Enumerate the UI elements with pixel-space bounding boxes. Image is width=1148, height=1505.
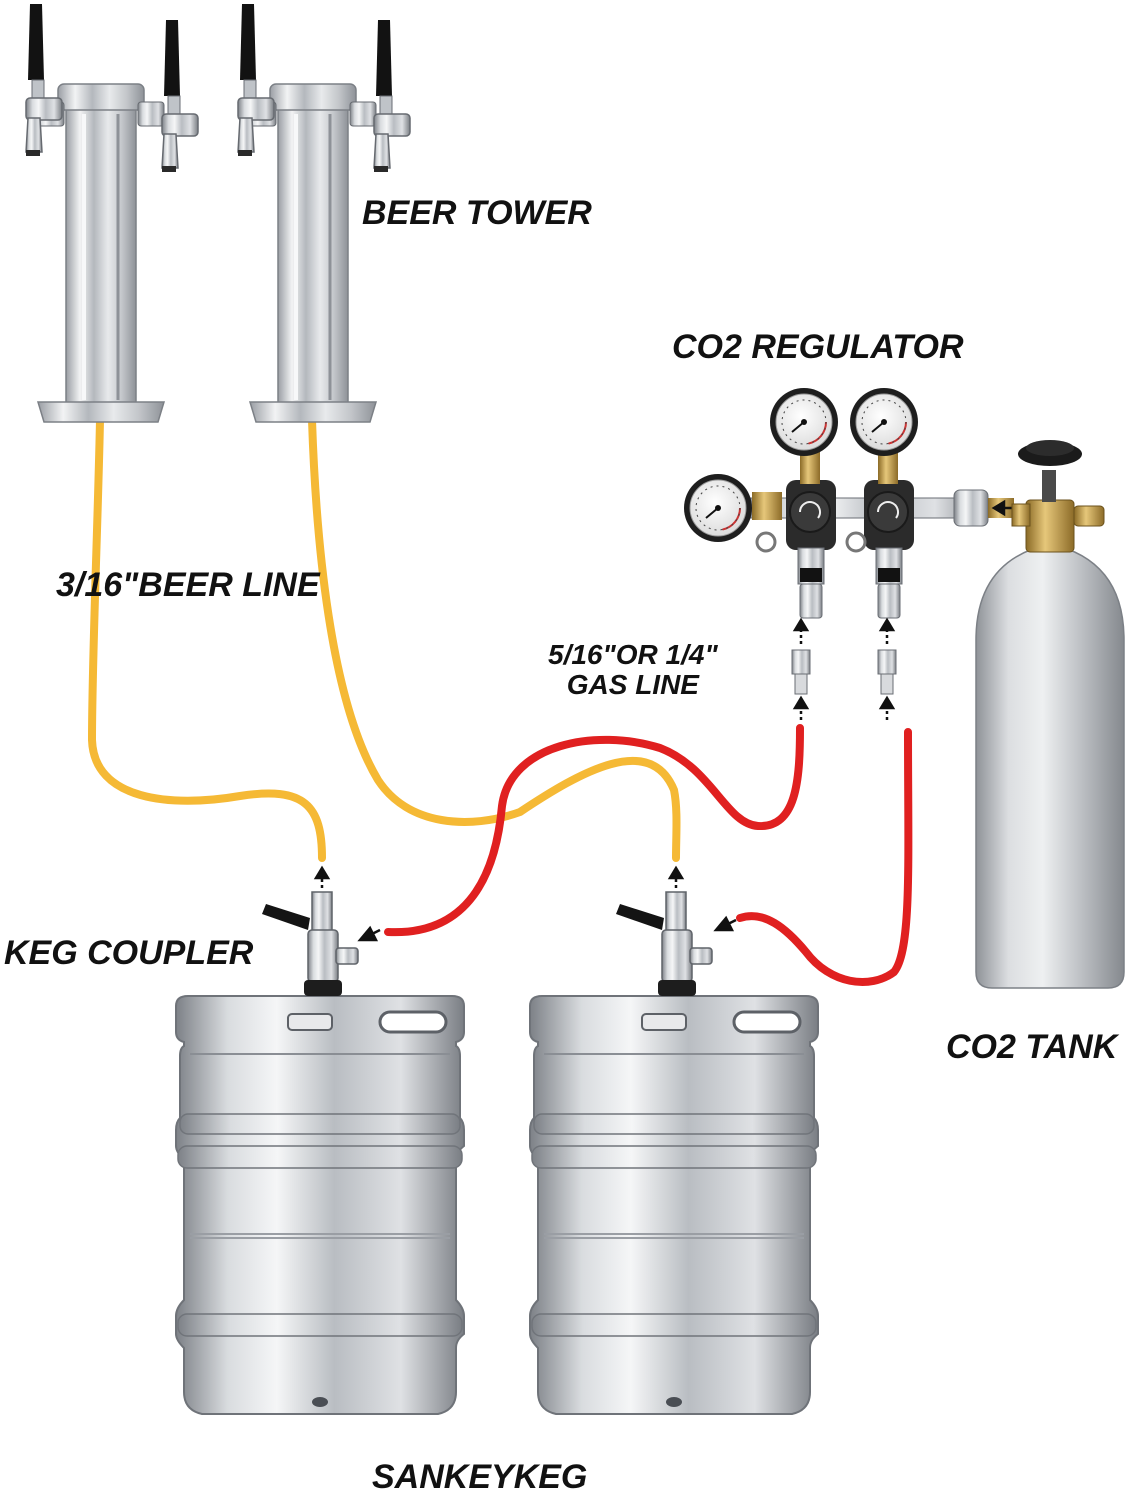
gas-lines bbox=[384, 724, 913, 987]
beer-line-right bbox=[308, 416, 681, 862]
beer-tower-right bbox=[247, 82, 378, 424]
label-co2-tank: CO2 TANK bbox=[946, 1028, 1118, 1066]
label-beer-tower: BEER TOWER bbox=[362, 194, 592, 232]
keg-coupler-left bbox=[261, 891, 359, 997]
gauge-low-pressure-1 bbox=[769, 387, 839, 457]
gas-line-left bbox=[384, 724, 804, 937]
beer-lines bbox=[87, 416, 681, 862]
faucet-1 bbox=[25, 3, 63, 157]
regulator-body-1 bbox=[786, 480, 836, 619]
label-gas-line-name: GAS LINE bbox=[566, 668, 699, 700]
keg-coupler-right bbox=[615, 891, 713, 997]
arrow-coupler-1-in bbox=[357, 925, 381, 942]
faucet-2 bbox=[161, 19, 199, 173]
label-sankey-keg: SANKEYKEG bbox=[372, 1458, 588, 1496]
arrow-gas-1-lower bbox=[792, 695, 810, 720]
faucet-3 bbox=[237, 3, 275, 157]
beer-tower-left bbox=[35, 82, 166, 424]
gauge-high-pressure bbox=[683, 473, 753, 543]
co2-regulator bbox=[683, 387, 1014, 619]
label-keg-coupler: KEG COUPLER bbox=[4, 934, 254, 972]
label-gas-line-size: 5/16"OR 1/4" bbox=[548, 639, 718, 670]
arrow-coupler-1-out bbox=[313, 865, 331, 888]
gas-fitting-2 bbox=[877, 649, 897, 695]
faucet-4 bbox=[373, 19, 411, 173]
label-co2-regulator: CO2 REGULATOR bbox=[672, 328, 964, 366]
keg-right bbox=[528, 994, 820, 1416]
gas-line-right bbox=[736, 728, 913, 987]
gauge-low-pressure-2 bbox=[849, 387, 919, 457]
flow-arrows bbox=[313, 499, 1014, 942]
arrow-coupler-2-out bbox=[667, 865, 685, 888]
keg-left bbox=[174, 994, 466, 1416]
beer-line-left bbox=[87, 416, 326, 862]
label-gas-line: 5/16"OR 1/4" GAS LINE bbox=[548, 640, 718, 699]
co2-tank bbox=[975, 440, 1125, 989]
arrow-coupler-2-in bbox=[713, 915, 737, 932]
arrow-gas-2-upper bbox=[878, 617, 896, 644]
tank-valve-handwheel bbox=[1018, 440, 1082, 466]
regulator-body-2 bbox=[864, 480, 914, 619]
arrow-gas-2-lower bbox=[878, 695, 896, 720]
label-beer-line: 3/16"BEER LINE bbox=[56, 566, 320, 604]
gas-fitting-1 bbox=[791, 649, 811, 695]
arrow-gas-1-upper bbox=[792, 617, 810, 644]
